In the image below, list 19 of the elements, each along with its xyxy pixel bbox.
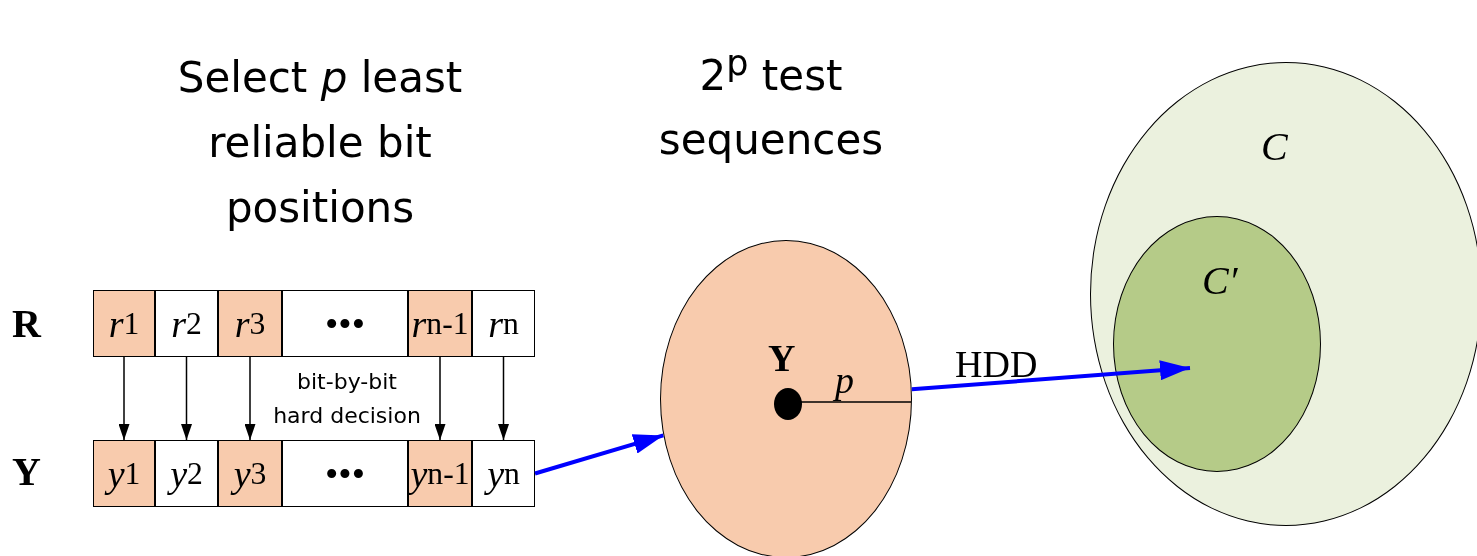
row-label: R bbox=[12, 300, 41, 347]
arrow bbox=[434, 356, 446, 441]
arrow bbox=[498, 356, 509, 441]
radius-label: p bbox=[835, 358, 854, 402]
center-label: Y bbox=[768, 336, 796, 380]
set-label: C bbox=[1261, 123, 1288, 170]
arrow bbox=[911, 360, 1191, 392]
test-sequences-heading: 2$^{p}$ test sequences bbox=[657, 42, 885, 166]
row-label: Y bbox=[12, 448, 41, 495]
arrow bbox=[534, 433, 664, 476]
annotation-text: bit-by-bit hard decision bbox=[272, 368, 422, 431]
bit-cell: ••• bbox=[282, 290, 408, 357]
operation-label: HDD bbox=[955, 342, 1038, 386]
arrow bbox=[181, 356, 192, 441]
arrow bbox=[244, 356, 256, 441]
set-label: C′ bbox=[1202, 257, 1238, 304]
arrow bbox=[118, 356, 130, 441]
bit-cell: ••• bbox=[282, 440, 408, 507]
selection-heading: Select p least reliable bit positions bbox=[176, 52, 464, 235]
